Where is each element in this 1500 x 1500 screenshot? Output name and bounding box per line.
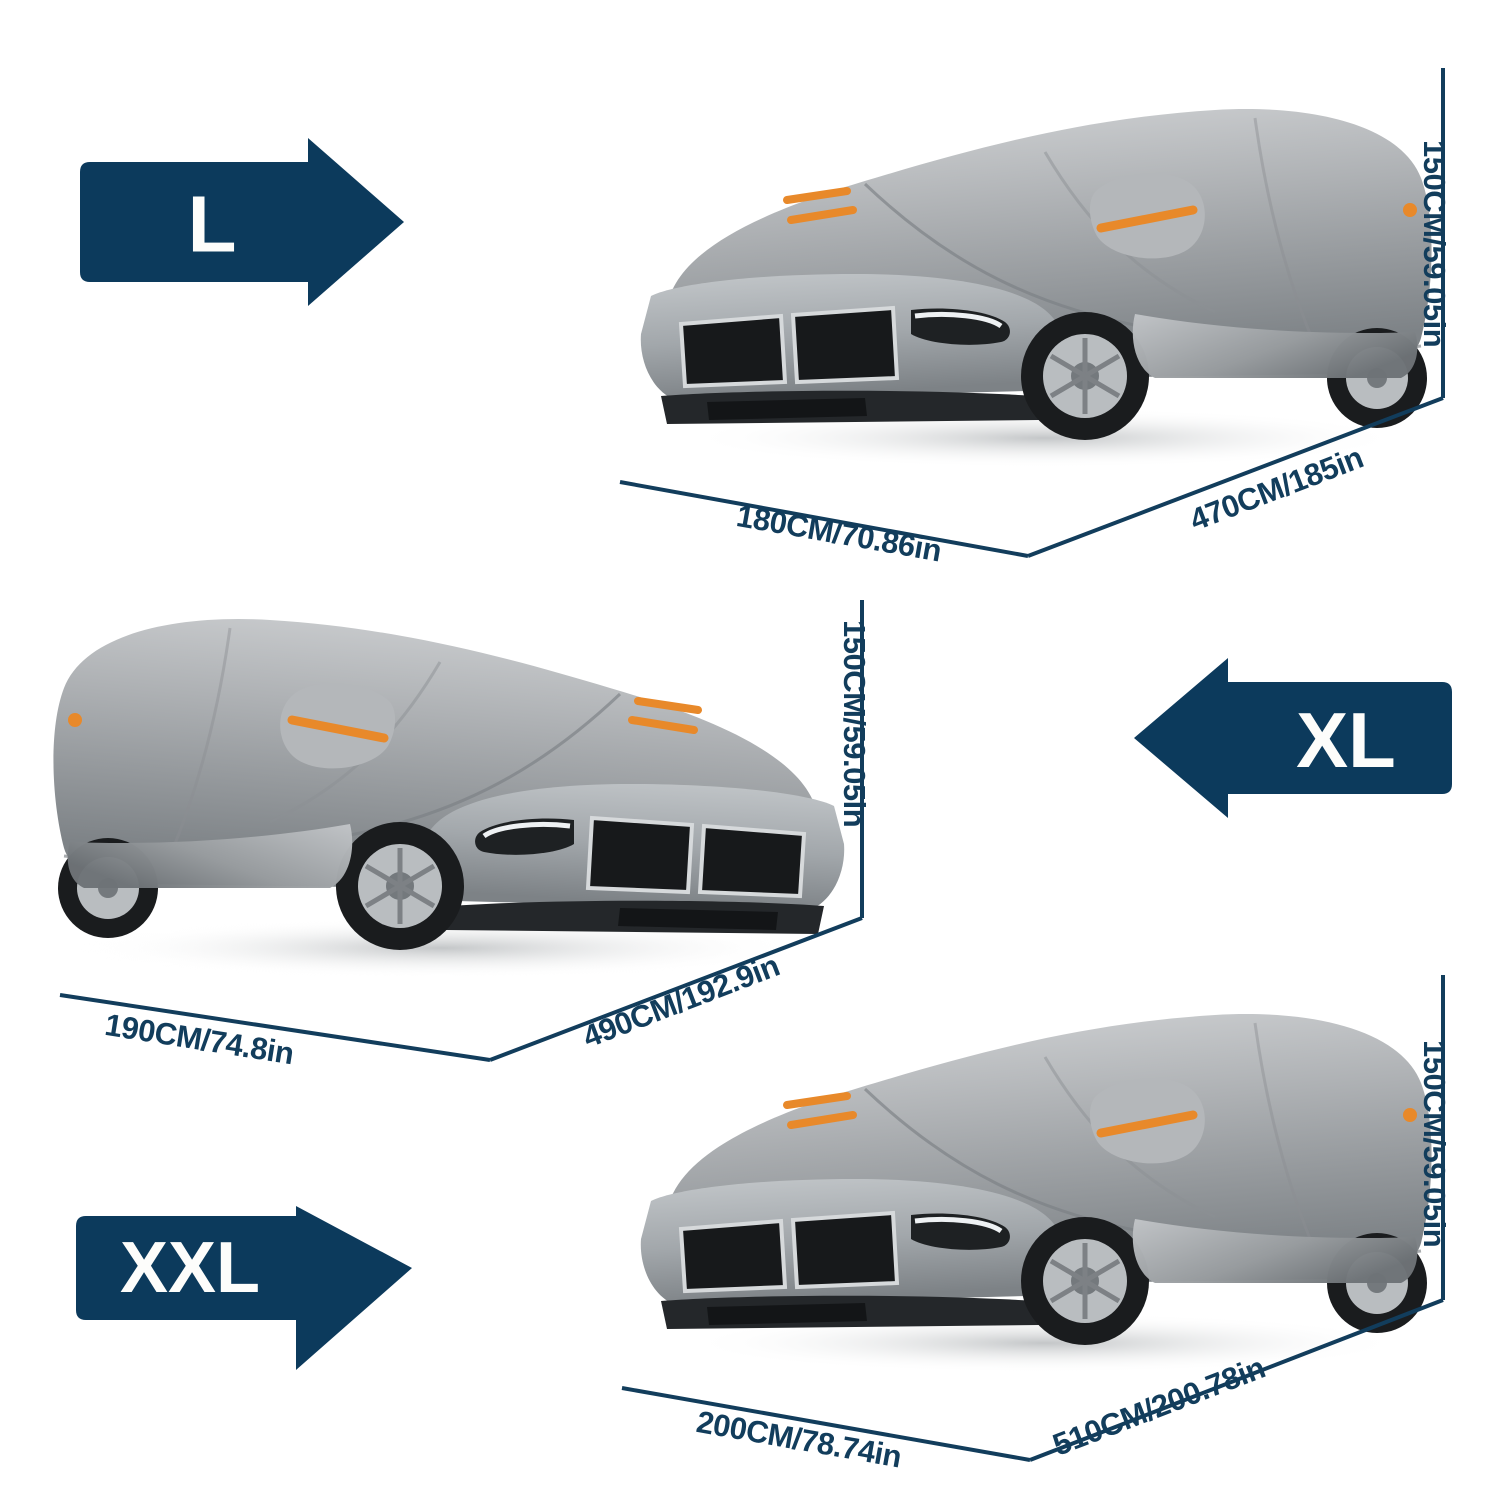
height-label-xl: 150CM/59.05in [837,620,872,828]
width-label-l: 180CM/70.86in [733,498,945,569]
headlight-drl [482,822,571,839]
car-with-cover-xl [30,570,870,990]
lower-intake [707,398,867,420]
grille-chrome-left [697,823,807,899]
grille-chrome-right [790,305,900,385]
cover-fold-2 [1253,1022,1317,1252]
arrow-left-icon: XL [1134,658,1452,818]
height-label-l: 150CM/59.05in [1417,140,1452,348]
reflective-strip-mirror [1096,1110,1198,1138]
reflective-strip-icon-2 [787,206,857,224]
size-badge-l-label: L [188,180,237,269]
grille-left [681,316,785,386]
reflective-dot-rear [1403,1108,1417,1122]
grille-left [681,1221,785,1291]
front-spokes [1049,338,1121,414]
grille-chrome-right [790,1210,900,1290]
height-label-xxl: 150CM/59.05in [1417,1040,1452,1248]
front-spokes [364,848,436,924]
grille-right [588,818,692,892]
grille-left [700,826,804,896]
reflective-dot-rear [1403,203,1417,217]
size-badge-xxl-label: XXL [120,1228,260,1308]
cover-fold-2 [168,627,232,857]
width-label-xxl: 200CM/78.74in [693,1404,905,1475]
grille-chrome-left [678,313,788,389]
headlight-drl [914,312,1003,329]
reflective-strip-icon-2 [628,716,698,734]
reflective-strip-mirror [1096,205,1198,233]
cover-fold-2 [1253,117,1317,347]
reflective-strip-icon-2 [787,1111,857,1129]
reflective-strip-icon-1 [783,1092,851,1109]
width-label-xl: 190CM/74.8in [102,1007,297,1072]
lower-intake [707,1303,867,1325]
arrow-right-icon: XXL [76,1206,412,1370]
car-cover-icon [640,1014,1432,1373]
size-badge-xl[interactable]: XL [1128,648,1460,828]
arrow-right-icon: L [80,138,404,306]
cover-skirt [67,824,353,888]
cover-skirt [1132,314,1418,378]
reflective-strip-icon-1 [783,187,851,204]
size-badge-xl-label: XL [1296,696,1396,784]
headlight-drl [914,1217,1003,1234]
car-cover-icon [640,109,1432,468]
reflective-strip-icon-1 [634,697,702,714]
cover-skirt [1132,1219,1418,1283]
reflective-dot-rear [68,713,82,727]
grille-chrome-right [585,815,695,895]
car-with-cover-l [615,60,1455,480]
car-cover-icon [53,619,845,978]
size-badge-xxl[interactable]: XXL [68,1206,420,1382]
grille-chrome-left [678,1218,788,1294]
reflective-strip-mirror [287,715,389,743]
size-badge-l[interactable]: L [72,136,412,308]
grille-right [793,308,897,382]
car-with-cover-xxl [615,965,1455,1385]
grille-right [793,1213,897,1287]
